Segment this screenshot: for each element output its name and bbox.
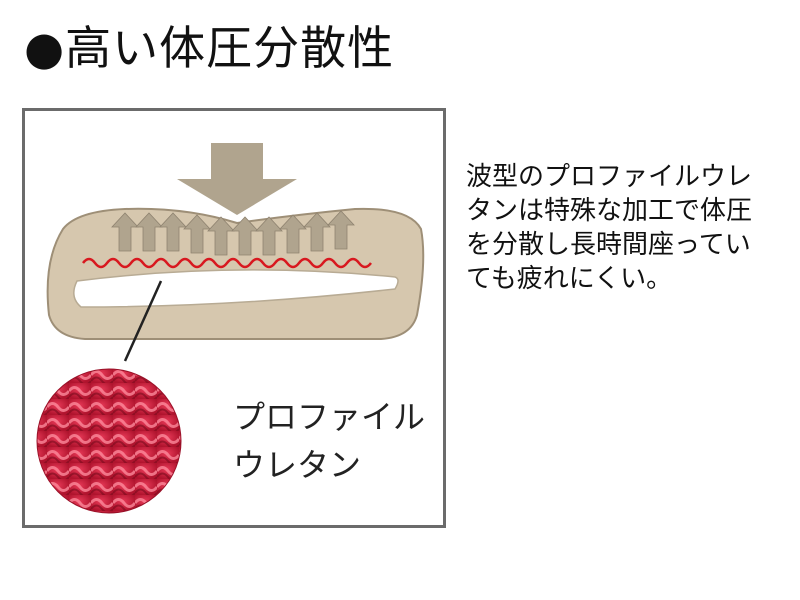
page-title: ●高い体圧分散性 bbox=[24, 21, 395, 75]
down-arrow-icon bbox=[177, 143, 297, 215]
description-line-4: ても疲れにくい。 bbox=[466, 264, 673, 294]
callout-line bbox=[123, 280, 163, 362]
description-line-3: を分散し長時間座ってい bbox=[466, 230, 751, 260]
cushion-hollow bbox=[73, 269, 399, 308]
foam-texture-image bbox=[36, 368, 182, 514]
description-line-2: タンは特殊な加工で体圧 bbox=[466, 196, 753, 226]
callout-label: プロファイル ウレタン bbox=[233, 393, 425, 489]
illustration-frame: プロファイル ウレタン bbox=[22, 108, 446, 528]
callout-line-1: プロファイル bbox=[233, 398, 426, 436]
wave-line bbox=[82, 257, 372, 269]
callout-line-2: ウレタン bbox=[233, 446, 362, 484]
up-arrow-icon bbox=[111, 210, 355, 256]
description-line-1: 波型のプロファイルウレ bbox=[466, 162, 753, 192]
description-text: 波型のプロファイルウレ タンは特殊な加工で体圧 を分散し長時間座ってい ても疲れ… bbox=[466, 160, 786, 296]
cushion-illustration bbox=[36, 143, 425, 514]
